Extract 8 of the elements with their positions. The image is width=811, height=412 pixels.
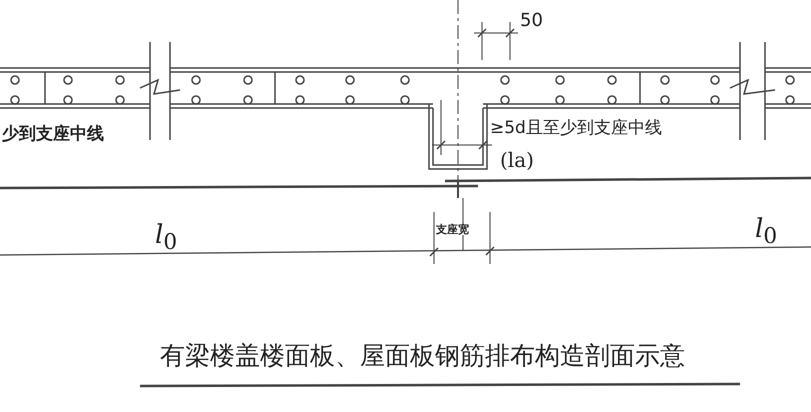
span-label: l$_{0}$ <box>155 222 178 254</box>
note-label: (la) <box>500 150 534 170</box>
span-label: l$_{0}$ <box>755 216 778 248</box>
note-label: ≥5d且至少到支座中线 <box>490 120 662 137</box>
dimension-label: 支座宽 <box>436 224 469 235</box>
caption: 有梁楼盖楼面板、屋面板钢筋排布构造剖面示意 <box>160 343 685 368</box>
dimension-label: 50 <box>520 12 543 30</box>
note-label: 少到支座中线 <box>2 126 104 143</box>
